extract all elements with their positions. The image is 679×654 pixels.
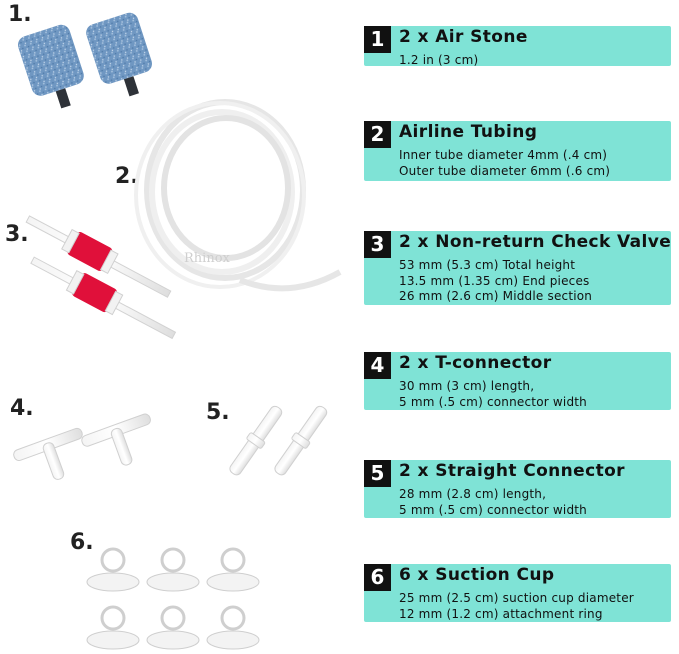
badge-2: 2 xyxy=(364,121,391,148)
label-4: 4. xyxy=(10,396,34,421)
badge-1: 1 xyxy=(364,26,391,53)
card-title-1: 2 x Air Stone xyxy=(399,27,528,47)
check-valve-icon xyxy=(25,215,177,340)
spec-card-4: 4 2 x T-connector 30 mm (3 cm) length, 5… xyxy=(364,352,671,410)
card-line: 13.5 mm (1.35 cm) End pieces xyxy=(399,273,590,288)
spec-card-1: 1 2 x Air Stone 1.2 in (3 cm) xyxy=(364,26,671,67)
badge-4: 4 xyxy=(364,352,391,379)
card-line: 12 mm (1.2 cm) attachment ring xyxy=(399,606,603,621)
spec-card-3: 3 2 x Non-return Check Valve 53 mm (5.3 … xyxy=(364,231,671,305)
card-line: 5 mm (.5 cm) connector width xyxy=(399,394,587,409)
t-connector-icon xyxy=(13,413,151,480)
label-3: 3. xyxy=(5,222,29,247)
card-title-3: 2 x Non-return Check Valve xyxy=(399,232,672,252)
spec-card-5: 5 2 x Straight Connector 28 mm (2.8 cm) … xyxy=(364,460,671,518)
card-line: 30 mm (3 cm) length, xyxy=(399,379,535,393)
tubing-coil-icon xyxy=(134,99,342,292)
card-line: 1.2 in (3 cm) xyxy=(399,53,479,67)
card-line: 5 mm (.5 cm) connector width xyxy=(399,502,587,517)
card-line: Outer tube diameter 6mm (.6 cm) xyxy=(399,163,611,178)
card-line: 25 mm (2.5 cm) suction cup diameter xyxy=(399,591,634,605)
straight-connector-icon xyxy=(229,405,328,476)
card-title-5: 2 x Straight Connector xyxy=(399,461,625,481)
card-line: 26 mm (2.6 cm) Middle section xyxy=(399,289,593,303)
spec-card-6: 6 6 x Suction Cup 25 mm (2.5 cm) suction… xyxy=(364,564,671,622)
spec-card-2: 2 Airline Tubing Inner tube diameter 4mm… xyxy=(364,121,671,181)
watermark: Rhinox xyxy=(184,251,231,266)
product-illustrations: Rhinox xyxy=(13,12,342,650)
label-6: 6. xyxy=(70,530,94,555)
label-2: 2. xyxy=(115,164,139,189)
card-title-2: Airline Tubing xyxy=(399,122,538,142)
card-line: 28 mm (2.8 cm) length, xyxy=(399,487,547,501)
label-5: 5. xyxy=(206,400,230,425)
product-photo-area: 1. 2. 3. 4. 5. 6. xyxy=(5,2,342,650)
badge-3: 3 xyxy=(364,231,391,258)
air-stone-icon xyxy=(17,12,152,109)
card-line: 53 mm (5.3 cm) Total height xyxy=(399,258,576,272)
card-title-4: 2 x T-connector xyxy=(399,353,552,373)
badge-5: 5 xyxy=(364,460,391,487)
label-1: 1. xyxy=(8,2,32,27)
badge-6: 6 xyxy=(364,564,391,591)
suction-cup-icon xyxy=(86,547,260,650)
card-line: Inner tube diameter 4mm (.4 cm) xyxy=(399,148,608,162)
card-title-6: 6 x Suction Cup xyxy=(399,565,555,585)
